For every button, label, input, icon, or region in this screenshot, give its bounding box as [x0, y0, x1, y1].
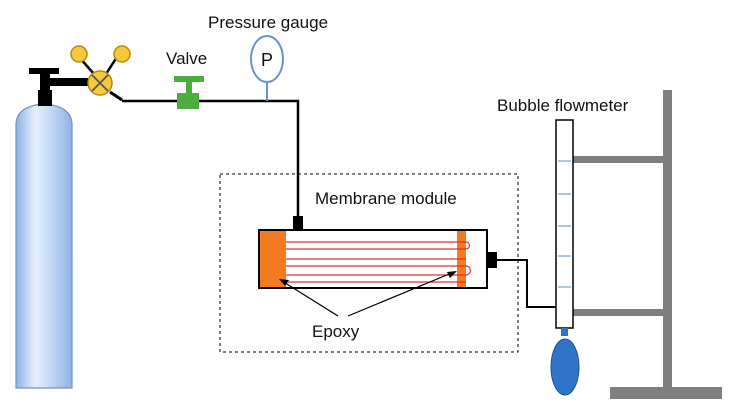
gas-cylinder	[15, 103, 73, 389]
epoxy-pointers	[279, 271, 457, 317]
gas-line	[122, 99, 300, 216]
outlet-line	[497, 259, 556, 308]
rubber-bulb	[550, 338, 580, 396]
valve-label: Valve	[166, 49, 207, 68]
regulator-gauge-right	[113, 45, 131, 63]
bubble-flowmeter-label: Bubble flowmeter	[497, 96, 629, 115]
epoxy-left	[260, 231, 286, 287]
cylinder-valve-head	[29, 68, 88, 106]
lab-stand	[567, 90, 722, 399]
pressure-gauge-letter: P	[261, 50, 273, 70]
epoxy-label: Epoxy	[312, 322, 360, 341]
membrane-module-label: Membrane module	[315, 189, 457, 208]
regulator-gauge-left	[70, 45, 88, 63]
pressure-gauge	[250, 35, 284, 101]
valve	[174, 76, 204, 109]
hollow-fibers	[286, 241, 472, 283]
pressure-gauge-label: Pressure gauge	[208, 13, 328, 32]
membrane-module-enclosure	[219, 173, 519, 353]
pressure-regulator	[70, 45, 131, 102]
bubble-flowmeter	[550, 119, 580, 396]
membrane-module	[258, 216, 497, 289]
